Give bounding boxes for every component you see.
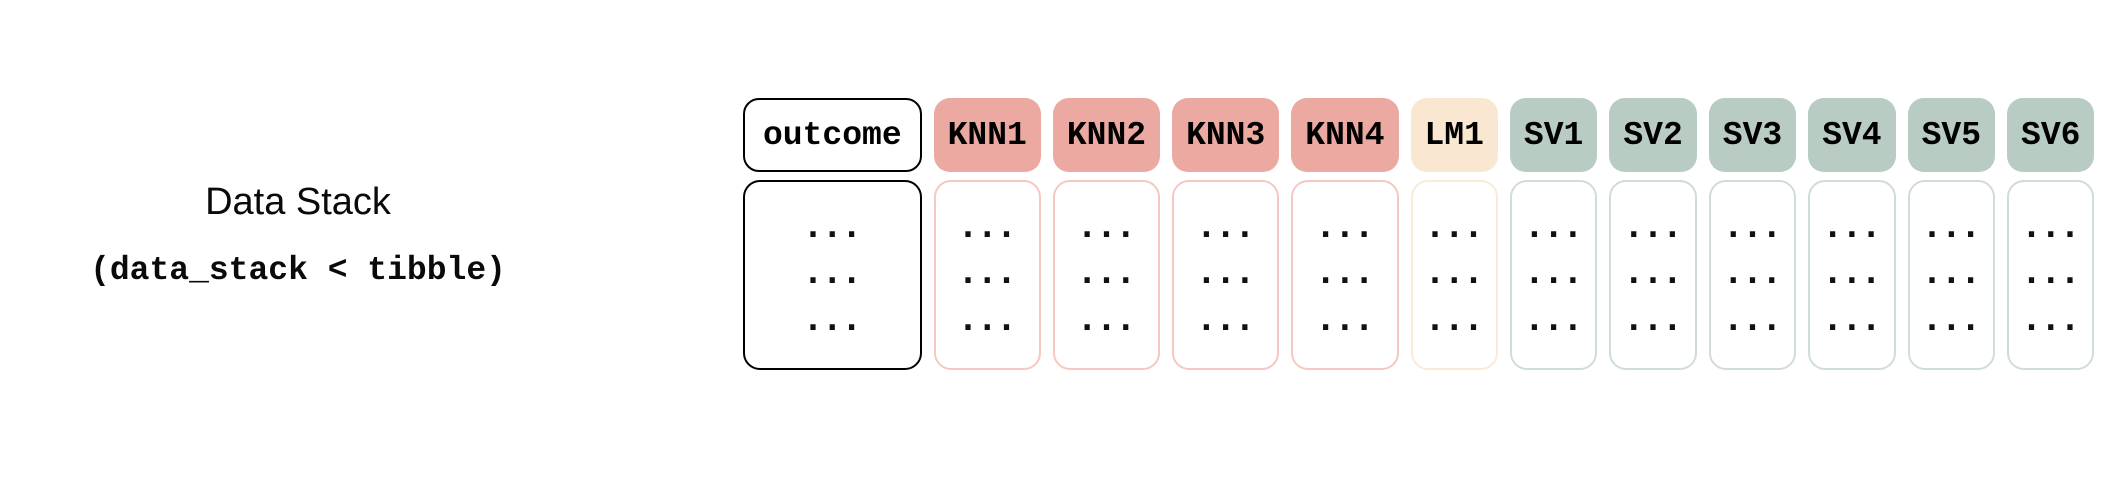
ellipsis-row: ... [1077,206,1136,245]
column-knn4: KNN4......... [1291,98,1399,370]
ellipsis-row: ... [1425,206,1484,245]
column-sv3: SV3......... [1708,98,1797,370]
column-body-sv1: ......... [1509,180,1598,370]
column-header-sv4: SV4 [1808,98,1896,172]
column-sv2: SV2......... [1609,98,1697,370]
column-header-sv5: SV5 [1907,98,1996,172]
column-body-lm1: ......... [1410,180,1498,370]
column-sv5: SV5......... [1907,98,1996,370]
data-stack-title: Data Stack [205,181,391,223]
ellipsis-row: ... [958,206,1017,245]
column-header-sv6: SV6 [2007,98,2095,172]
ellipsis-row: ... [803,206,862,245]
ellipsis-row: ... [1315,253,1374,291]
ellipsis-row: ... [1624,253,1682,291]
ellipsis-row: ... [1922,206,1981,245]
column-body-outcome: ......... [743,180,922,370]
column-lm1: LM1......... [1410,98,1498,370]
ellipsis-row: ... [1315,299,1374,338]
data-stack-code-subtitle: (data_stack < tibble) [90,252,506,289]
column-body-knn1: ......... [933,180,1041,370]
column-body-knn3: ......... [1172,180,1280,370]
ellipsis-row: ... [1723,206,1782,245]
ellipsis-row: ... [1196,299,1255,338]
column-header-sv3: SV3 [1708,98,1797,172]
column-body-sv4: ......... [1808,180,1896,370]
ellipsis-row: ... [2021,253,2080,291]
column-header-knn4: KNN4 [1291,98,1399,172]
ellipsis-row: ... [1524,206,1583,245]
ellipsis-row: ... [2021,299,2080,338]
column-knn1: KNN1......... [933,98,1041,370]
column-header-knn3: KNN3 [1172,98,1280,172]
ellipsis-row: ... [1823,253,1881,291]
ellipsis-row: ... [1922,253,1981,291]
column-body-sv6: ......... [2007,180,2095,370]
column-header-sv2: SV2 [1609,98,1697,172]
column-sv1: SV1......... [1509,98,1598,370]
ellipsis-row: ... [1524,253,1583,291]
ellipsis-row: ... [1922,299,1981,338]
column-body-sv3: ......... [1708,180,1797,370]
ellipsis-row: ... [1624,299,1682,338]
ellipsis-row: ... [1823,206,1881,245]
column-header-knn2: KNN2 [1052,98,1161,172]
column-body-sv2: ......... [1609,180,1697,370]
column-knn2: KNN2......... [1052,98,1161,370]
data-stack-table: outcome.........KNN1.........KNN2.......… [743,98,2095,370]
column-knn3: KNN3......... [1172,98,1280,370]
ellipsis-row: ... [1723,299,1782,338]
column-body-knn2: ......... [1052,180,1161,370]
ellipsis-row: ... [803,253,862,291]
ellipsis-row: ... [1425,253,1484,291]
ellipsis-row: ... [1315,206,1374,245]
column-outcome: outcome......... [743,98,922,370]
ellipsis-row: ... [1624,206,1682,245]
ellipsis-row: ... [803,299,862,338]
ellipsis-row: ... [958,299,1017,338]
ellipsis-row: ... [1077,253,1136,291]
ellipsis-row: ... [958,253,1017,291]
ellipsis-row: ... [1196,206,1255,245]
ellipsis-row: ... [1196,253,1255,291]
ellipsis-row: ... [1524,299,1583,338]
column-body-sv5: ......... [1907,180,1996,370]
column-header-lm1: LM1 [1410,98,1498,172]
column-body-knn4: ......... [1291,180,1399,370]
data-stack-caption: Data Stack (data_stack < tibble) [60,182,536,294]
ellipsis-row: ... [1425,299,1484,338]
ellipsis-row: ... [1823,299,1881,338]
ellipsis-row: ... [1077,299,1136,338]
column-sv6: SV6......... [2007,98,2095,370]
column-sv4: SV4......... [1808,98,1896,370]
column-header-sv1: SV1 [1509,98,1598,172]
column-header-knn1: KNN1 [933,98,1041,172]
column-header-outcome: outcome [743,98,922,172]
ellipsis-row: ... [1723,253,1782,291]
ellipsis-row: ... [2021,206,2080,245]
